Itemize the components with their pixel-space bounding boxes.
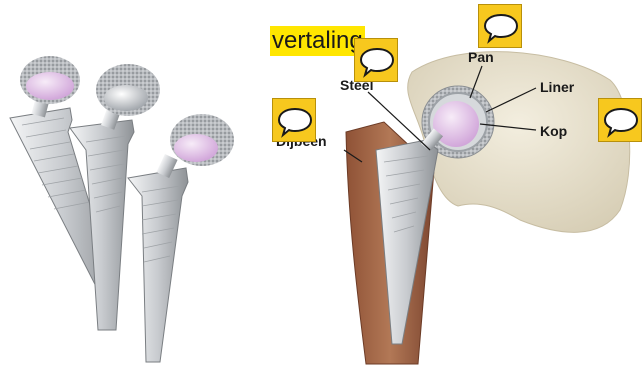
comment-button[interactable] (478, 4, 522, 48)
label-pan: Pan (468, 50, 494, 64)
prosthesis-3 (128, 114, 234, 362)
comment-icon (355, 39, 399, 83)
comment-icon (599, 99, 643, 143)
comment-button[interactable] (598, 98, 642, 142)
femoral-head (433, 101, 479, 147)
comment-icon (273, 99, 317, 143)
label-kop: Kop (540, 124, 567, 138)
comment-icon (479, 5, 523, 49)
comment-button[interactable] (354, 38, 398, 82)
label-liner: Liner (540, 80, 574, 94)
comment-button[interactable] (272, 98, 316, 142)
highlighted-word: vertaling (270, 26, 365, 56)
